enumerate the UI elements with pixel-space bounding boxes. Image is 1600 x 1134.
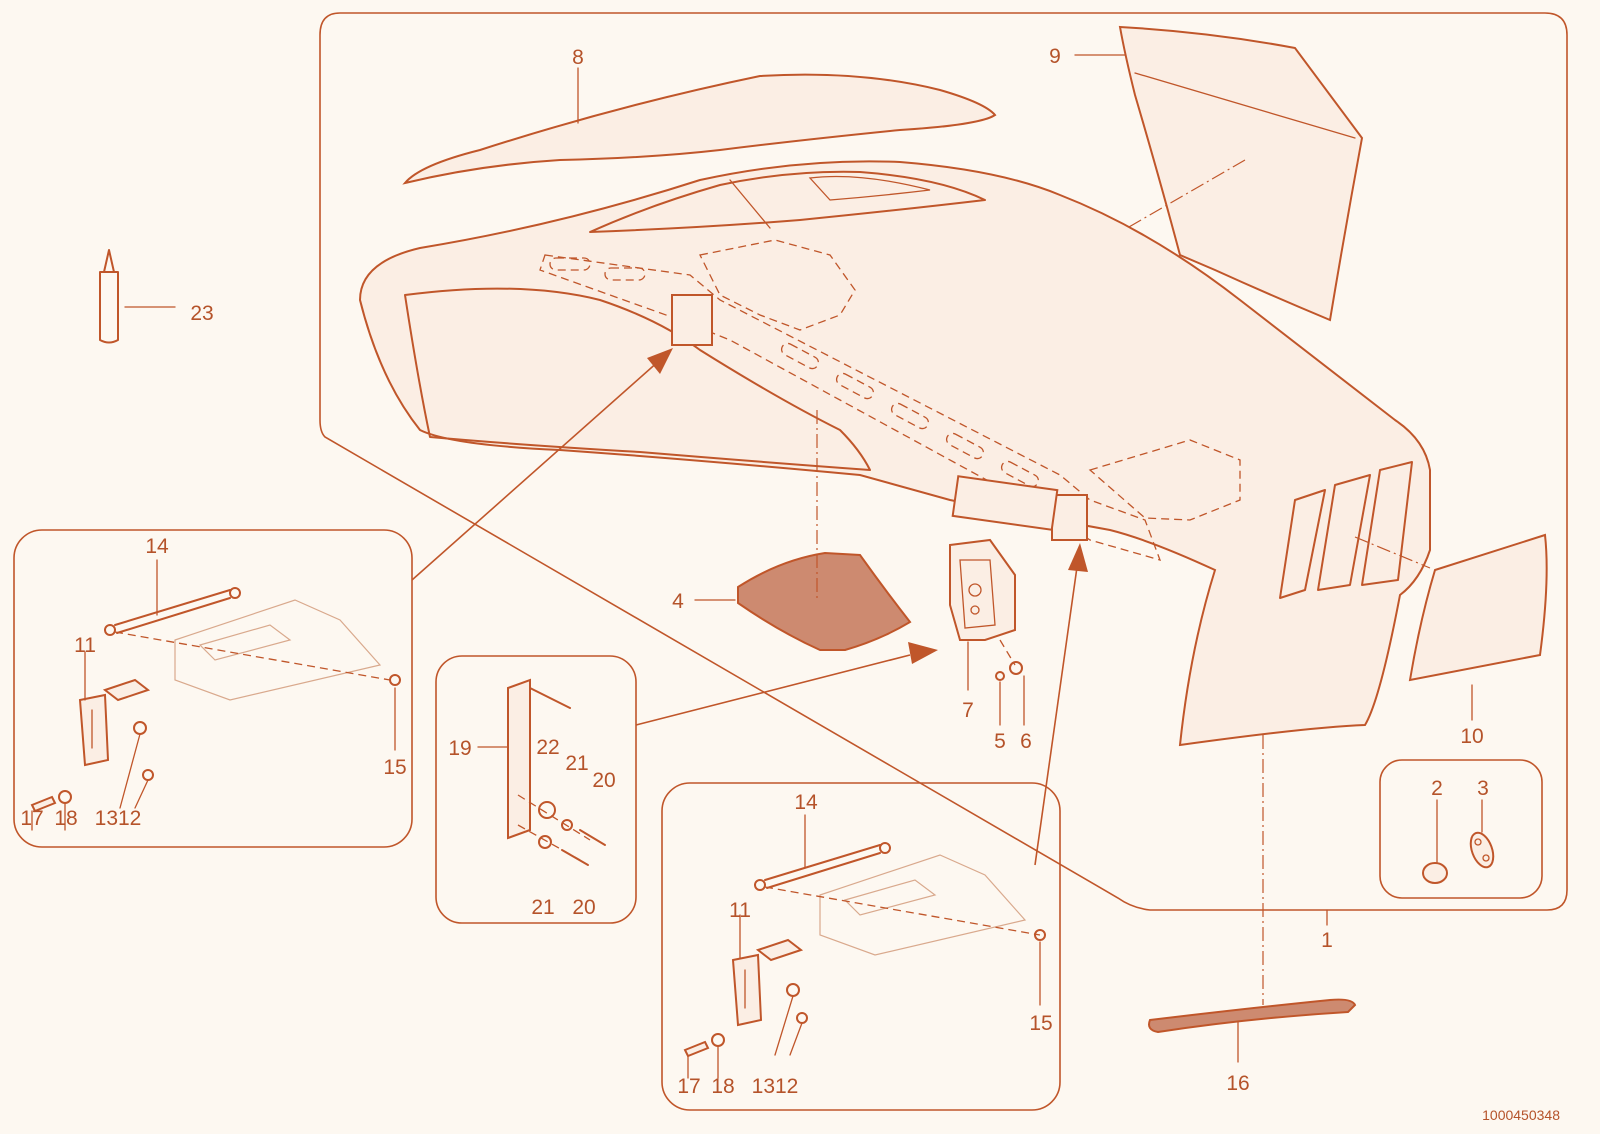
callout-19: 19 <box>448 737 471 760</box>
callout-20b: 20 <box>572 896 595 919</box>
bracket-detail-box <box>435 655 637 924</box>
callout-labels: 1 2 3 4 5 6 7 8 9 10 14 11 15 17 18 1312… <box>20 45 1489 1098</box>
leader-12a <box>134 779 149 809</box>
frame-right-bracket <box>1088 439 1241 521</box>
pointer-arrows <box>411 348 1088 866</box>
callout-5: 5 <box>994 730 1006 753</box>
frame-upper-bracket <box>699 239 856 331</box>
centerline-9 <box>1114 159 1246 236</box>
vent-cover-part-10 <box>1408 533 1548 682</box>
side-vents <box>1279 461 1413 599</box>
callout-11a: 11 <box>74 634 96 657</box>
leader-13a <box>119 733 141 809</box>
callout-17a: 17 <box>20 807 43 830</box>
callout-7: 7 <box>962 699 974 722</box>
inner-panel-opening <box>404 287 871 471</box>
callout-10: 10 <box>1460 725 1483 748</box>
right-hinge-mount <box>1051 494 1088 541</box>
callout-20a: 20 <box>592 769 615 792</box>
callout-16: 16 <box>1226 1072 1249 1095</box>
callout-2: 2 <box>1431 777 1443 800</box>
callout-11b: 11 <box>729 899 751 922</box>
clip-part-3 <box>1469 831 1495 869</box>
callout-9: 9 <box>1049 45 1061 68</box>
leader-12b <box>789 1022 803 1056</box>
callout-1312a: 1312 <box>95 807 142 830</box>
callout-1312b: 1312 <box>752 1075 799 1098</box>
hinge-assembly-lower <box>683 842 1046 1058</box>
callout-1: 1 <box>1321 929 1333 952</box>
callout-4: 4 <box>672 590 684 613</box>
main-assembly-boundary <box>319 12 1568 911</box>
callout-21a: 21 <box>565 752 588 775</box>
callout-21b: 21 <box>531 896 554 919</box>
seal-part-16 <box>1148 998 1357 1034</box>
callout-22: 22 <box>536 736 559 759</box>
bracket-assembly <box>507 678 606 866</box>
callout-3: 3 <box>1477 777 1489 800</box>
rear-window-opening <box>589 170 986 233</box>
hinge-assembly-left <box>30 587 401 813</box>
callout-15a: 15 <box>383 756 406 779</box>
rear-window-inner <box>808 175 931 201</box>
leader-13b <box>774 995 794 1056</box>
left-hinge-mount <box>671 294 713 346</box>
callout-23: 23 <box>190 302 213 325</box>
lock-nut-5 <box>995 671 1005 681</box>
lock-screw-dash <box>999 639 1016 666</box>
pad-part-4 <box>737 551 912 651</box>
callout-14b: 14 <box>794 791 818 814</box>
callout-17b: 17 <box>677 1075 700 1098</box>
reinforcement-frame <box>539 254 1162 561</box>
frame-slots <box>549 257 1040 488</box>
deflector-inner-line <box>1134 72 1356 139</box>
callout-6: 6 <box>1020 730 1032 753</box>
centerline-10 <box>1354 536 1431 569</box>
callout-8: 8 <box>572 46 584 69</box>
lock-washer-6 <box>1009 661 1023 675</box>
trunk-lid-shell <box>358 160 1431 747</box>
callout-15b: 15 <box>1029 1012 1052 1035</box>
air-deflector-part-9 <box>1118 25 1364 322</box>
hinge-detail-box-lower <box>661 782 1061 1111</box>
lock-part-7 <box>949 538 1016 641</box>
clip-part-2 <box>1422 862 1448 884</box>
callout-14a: 14 <box>145 535 169 558</box>
callout-18a: 18 <box>54 807 77 830</box>
lock-cutout <box>951 475 1059 531</box>
sealant-tube-23 <box>99 249 119 344</box>
diagram-reference-number: 1000450348 <box>1482 1107 1560 1123</box>
hinge-detail-box-left <box>13 529 413 848</box>
fastener-detail-box <box>1379 759 1543 899</box>
window-strut <box>729 179 771 229</box>
callout-18b: 18 <box>711 1075 734 1098</box>
